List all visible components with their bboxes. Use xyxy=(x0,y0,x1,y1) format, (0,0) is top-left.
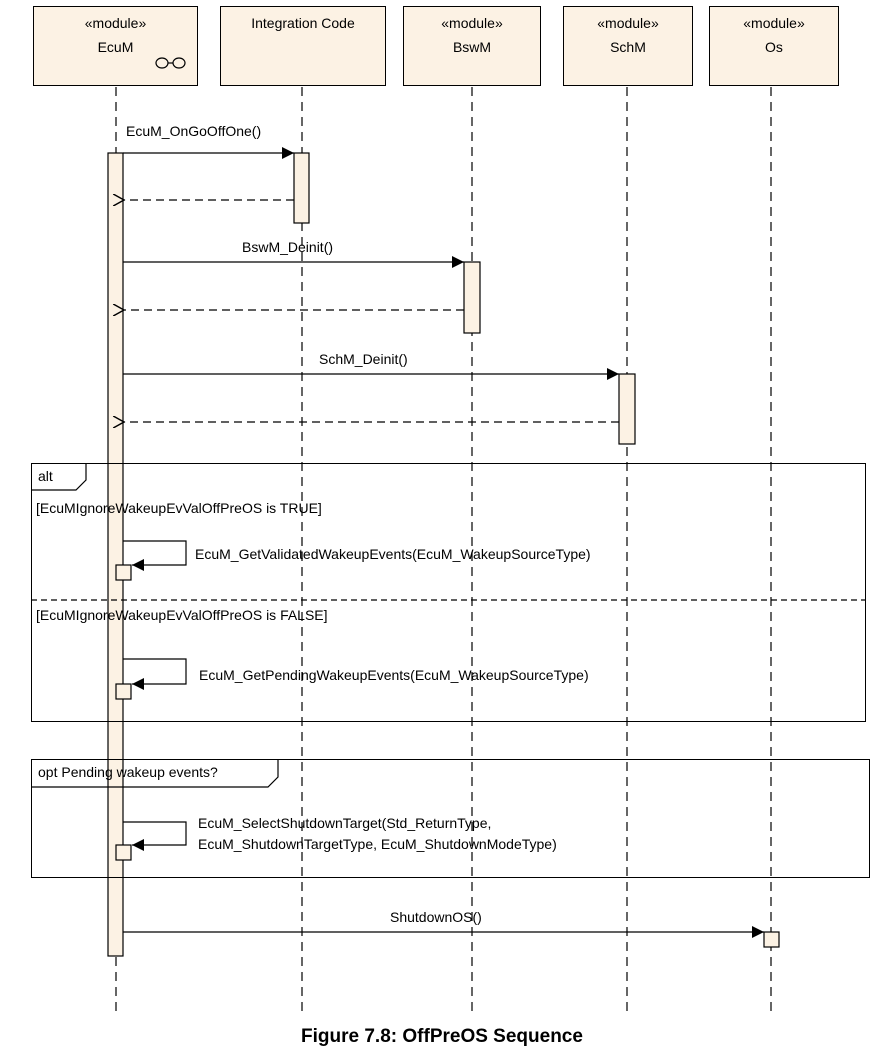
stereotype-schm: «module» xyxy=(597,15,659,31)
stereotype-os: «module» xyxy=(743,15,805,31)
lifeline-os: «module» Os xyxy=(709,6,839,86)
opt-tag-notch xyxy=(31,759,279,788)
msg-on-go-off-one-label: EcuM_OnGoOffOne() xyxy=(126,123,262,139)
lifeline-bswm: «module» BswM xyxy=(403,6,541,86)
stereotype-bswm: «module» xyxy=(441,15,503,31)
lifeline-integration-code: Integration Code xyxy=(220,6,386,86)
alt-tag-notch xyxy=(31,463,87,491)
alt-guard-false: [EcuMIgnoreWakeupEvValOffPreOS is FALSE] xyxy=(36,607,328,623)
self-activation-3 xyxy=(115,844,132,861)
alt-guard-true: [EcuMIgnoreWakeupEvValOffPreOS is TRUE] xyxy=(36,500,322,516)
lifeline-schm: «module» SchM xyxy=(563,6,693,86)
msg-shutdown-os-label: ShutdownOS() xyxy=(390,909,482,925)
alt-label: alt xyxy=(38,468,53,484)
lifeline-ecum: «module» EcuM xyxy=(33,6,198,86)
name-os: Os xyxy=(765,39,783,55)
msg-get-validated-label: EcuM_GetValidatedWakeupEvents(EcuM_Wakeu… xyxy=(195,546,591,562)
self-msg-pending-arrow xyxy=(123,658,187,690)
msg-schm-deinit-label: SchM_Deinit() xyxy=(319,351,408,367)
opt-fragment xyxy=(31,759,870,878)
alt-fragment xyxy=(31,463,866,722)
name-bswm: BswM xyxy=(452,39,492,55)
activation-schm xyxy=(618,373,636,445)
activation-ecum xyxy=(107,152,124,957)
msg-bswm-deinit-label: BswM_Deinit() xyxy=(242,239,334,255)
name-integration-code: Integration Code xyxy=(251,15,355,31)
msg-select-shutdown-label-2: EcuM_ShutdownTargetType, EcuM_ShutdownMo… xyxy=(198,836,557,852)
self-activation-2 xyxy=(115,683,132,700)
msg-get-pending-label: EcuM_GetPendingWakeupEvents(EcuM_WakeupS… xyxy=(199,667,589,683)
name-ecum: EcuM xyxy=(97,39,134,55)
activation-bswm xyxy=(463,261,481,334)
self-msg-select-shutdown-arrow xyxy=(123,821,187,851)
msg-select-shutdown-label-1: EcuM_SelectShutdownTarget(Std_ReturnType… xyxy=(198,815,492,831)
stereotype-ecum: «module» xyxy=(84,15,147,31)
self-activation-1 xyxy=(115,564,132,581)
subsystem-icon xyxy=(155,57,186,69)
figure-caption: Figure 7.8: OffPreOS Sequence xyxy=(301,1026,583,1047)
self-msg-validated-arrow xyxy=(123,540,187,571)
activation-os xyxy=(763,931,780,948)
activation-integration xyxy=(293,152,310,224)
name-schm: SchM xyxy=(610,39,646,55)
opt-label: opt Pending wakeup events? xyxy=(38,764,218,780)
